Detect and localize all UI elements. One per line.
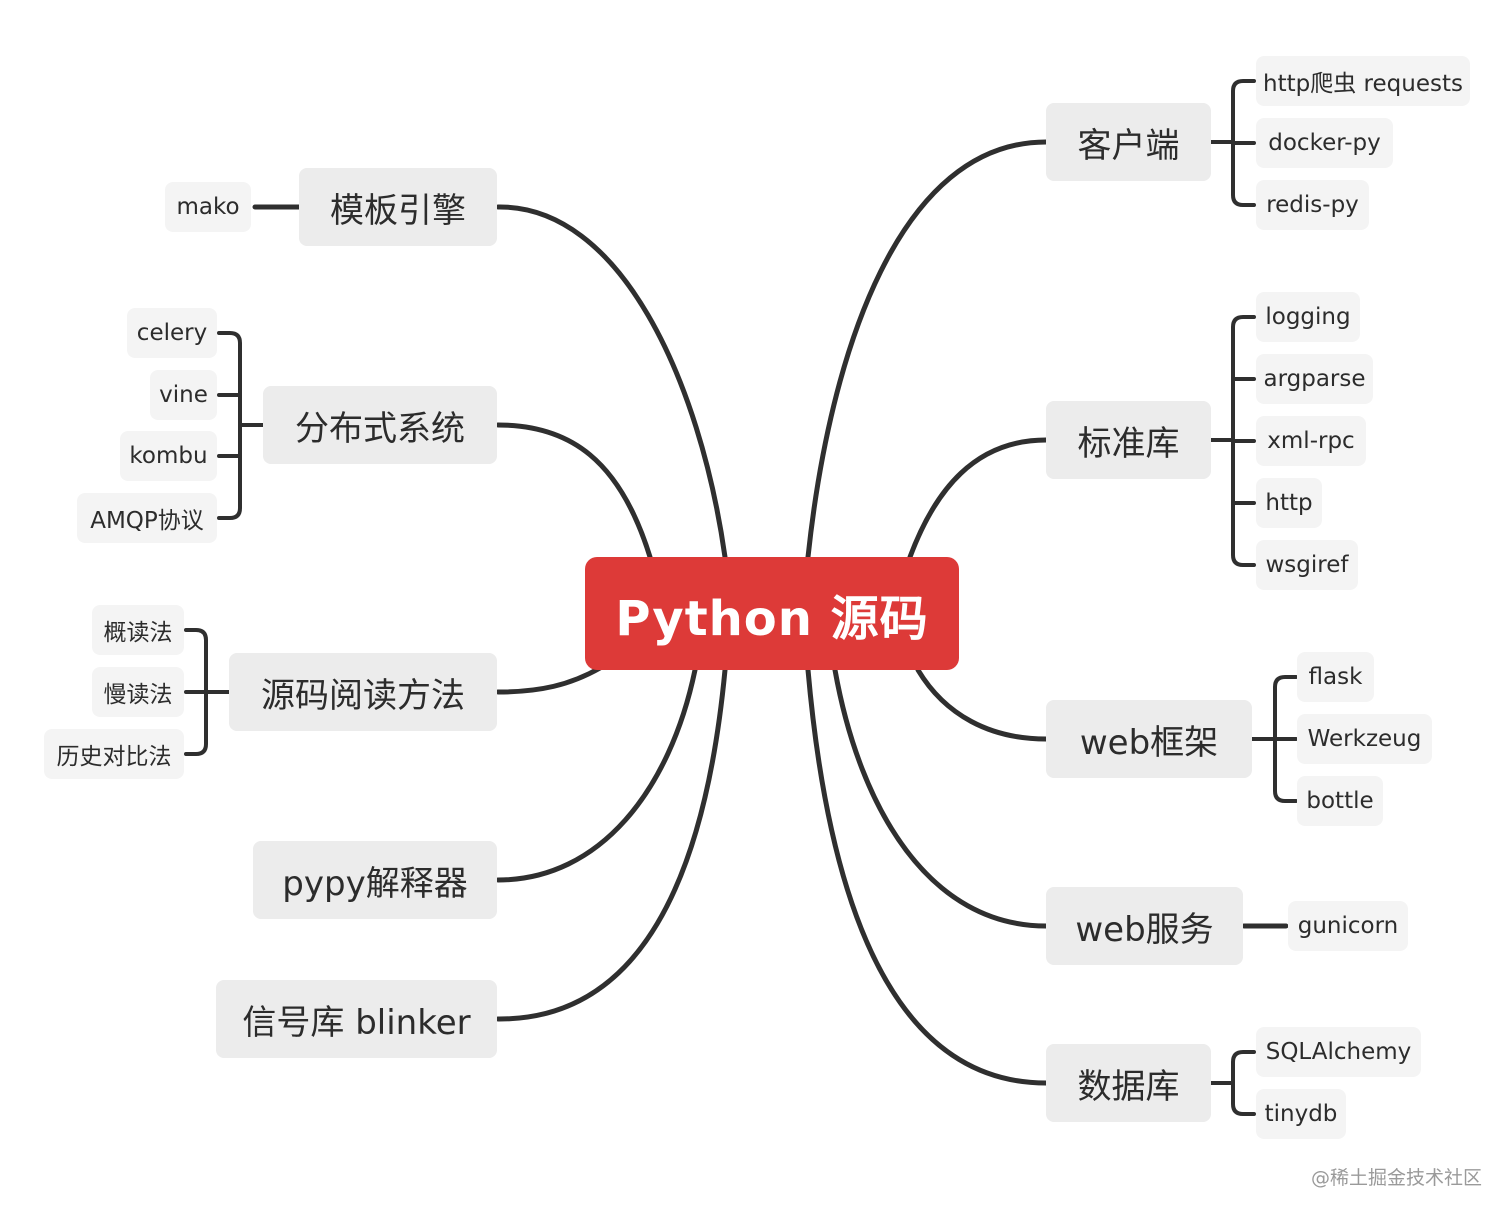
leaf-redis-py[interactable]: redis-py [1256,180,1369,230]
leaf-slow-reading[interactable]: 慢读法 [92,667,184,717]
leaf-logging[interactable]: logging [1256,292,1360,342]
leaf-tinydb[interactable]: tinydb [1256,1089,1346,1139]
leaf-celery[interactable]: celery [127,308,217,358]
link-central-pypy [495,667,698,883]
leaf-http[interactable]: http [1256,478,1322,528]
node-signal-library[interactable]: 信号库 blinker [216,980,497,1058]
leaf-sqlalchemy[interactable]: SQLAlchemy [1256,1027,1421,1077]
link-central-webfw [915,667,1049,742]
node-web-framework[interactable]: web框架 [1046,700,1252,778]
watermark-text: @稀土掘金技术社区 [1310,1167,1482,1189]
bracket-client [1209,79,1256,207]
leaf-mako[interactable]: mako [165,182,251,232]
leaf-kombu[interactable]: kombu [120,431,217,481]
leaf-xml-rpc[interactable]: xml-rpc [1256,416,1366,466]
link-central-distributed [495,422,653,560]
leaf-argparse[interactable]: argparse [1256,354,1373,404]
node-source-reading-method[interactable]: 源码阅读方法 [229,653,497,731]
node-standard-library[interactable]: 标准库 [1046,401,1211,479]
leaf-flask[interactable]: flask [1297,652,1374,702]
node-client[interactable]: 客户端 [1046,103,1211,181]
leaf-wsgiref[interactable]: wsgiref [1256,540,1358,590]
leaf-overview-reading[interactable]: 概读法 [92,605,184,655]
leaf-gunicorn[interactable]: gunicorn [1288,901,1408,951]
bracket-distributed [217,331,265,520]
leaf-history-compare[interactable]: 历史对比法 [44,729,184,779]
leaf-bottle[interactable]: bottle [1297,776,1383,826]
bracket-reading [184,628,231,756]
bracket-database [1209,1050,1256,1116]
central-node[interactable]: Python 源码 [585,557,959,670]
node-pypy-interpreter[interactable]: pypy解释器 [253,841,497,919]
leaf-vine[interactable]: vine [150,370,217,420]
node-template-engine[interactable]: 模板引擎 [299,168,497,246]
link-central-client [805,139,1049,560]
node-web-server[interactable]: web服务 [1046,887,1243,965]
leaf-werkzeug[interactable]: Werkzeug [1297,714,1432,764]
link-central-stdlib [907,437,1049,560]
leaf-docker-py[interactable]: docker-py [1256,118,1393,168]
link-central-signal [495,667,728,1022]
leaf-requests[interactable]: http爬虫 requests [1256,56,1470,106]
node-distributed-system[interactable]: 分布式系统 [263,386,497,464]
link-central-template [495,204,728,560]
bracket-webfw [1250,675,1298,803]
link-central-webserver [832,667,1049,929]
node-database[interactable]: 数据库 [1046,1044,1211,1122]
leaf-amqp-protocol[interactable]: AMQP协议 [77,493,217,543]
bracket-stdlib [1209,315,1256,567]
link-central-reading [495,665,603,695]
link-central-database [805,667,1049,1086]
